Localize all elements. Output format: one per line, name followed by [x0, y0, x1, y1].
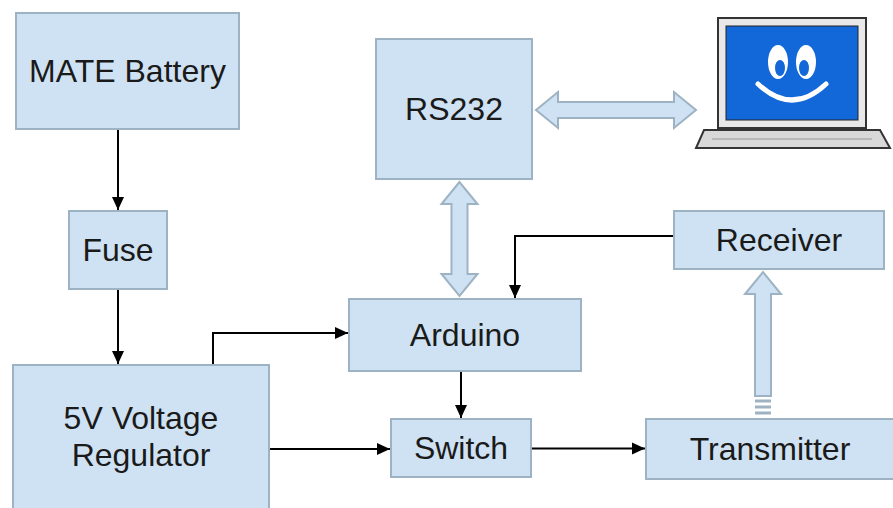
box-label: Fuse	[76, 232, 159, 269]
box-label: Receiver	[710, 222, 848, 259]
fat-arrow	[442, 182, 478, 296]
connector	[213, 327, 348, 364]
connector	[270, 443, 390, 455]
process-box: Switch	[390, 418, 532, 478]
box-label: MATE Battery	[23, 53, 232, 90]
wire-line	[270, 448, 390, 450]
serial-link-arrow	[536, 92, 696, 128]
laptop-icon	[696, 18, 890, 148]
box-label: 5V Voltage Regulator	[20, 400, 262, 474]
arrow-head	[377, 443, 390, 455]
arrow-head	[112, 197, 124, 210]
arrow-head	[509, 285, 521, 298]
connector	[532, 443, 645, 455]
wireless-mark	[755, 412, 771, 415]
process-box: MATE Battery	[15, 12, 240, 130]
box-label: Arduino	[404, 317, 526, 354]
wireless-mark	[755, 406, 771, 409]
process-box: 5V Voltage Regulator	[12, 364, 270, 508]
connector	[442, 182, 478, 296]
arrow-head	[335, 327, 348, 339]
connector	[455, 372, 467, 418]
connector	[112, 290, 124, 364]
process-box: Arduino	[348, 298, 582, 372]
box-label: Switch	[408, 430, 514, 467]
process-box: Fuse	[68, 210, 168, 290]
connector	[509, 236, 673, 298]
wireless-mark	[755, 400, 771, 403]
arrow-head	[455, 405, 467, 418]
connector	[112, 130, 124, 210]
process-box: Transmitter	[645, 418, 893, 480]
arrow-head	[112, 351, 124, 364]
box-label: Transmitter	[684, 431, 857, 468]
box-label: RS232	[399, 91, 509, 128]
wire-line	[515, 236, 673, 298]
process-box: RS232	[375, 38, 533, 180]
connector	[745, 272, 781, 413]
wire-line	[213, 333, 348, 364]
arrow-head	[632, 443, 645, 455]
fat-arrow	[745, 272, 781, 396]
wire-line	[532, 448, 645, 450]
process-box: Receiver	[673, 210, 885, 270]
